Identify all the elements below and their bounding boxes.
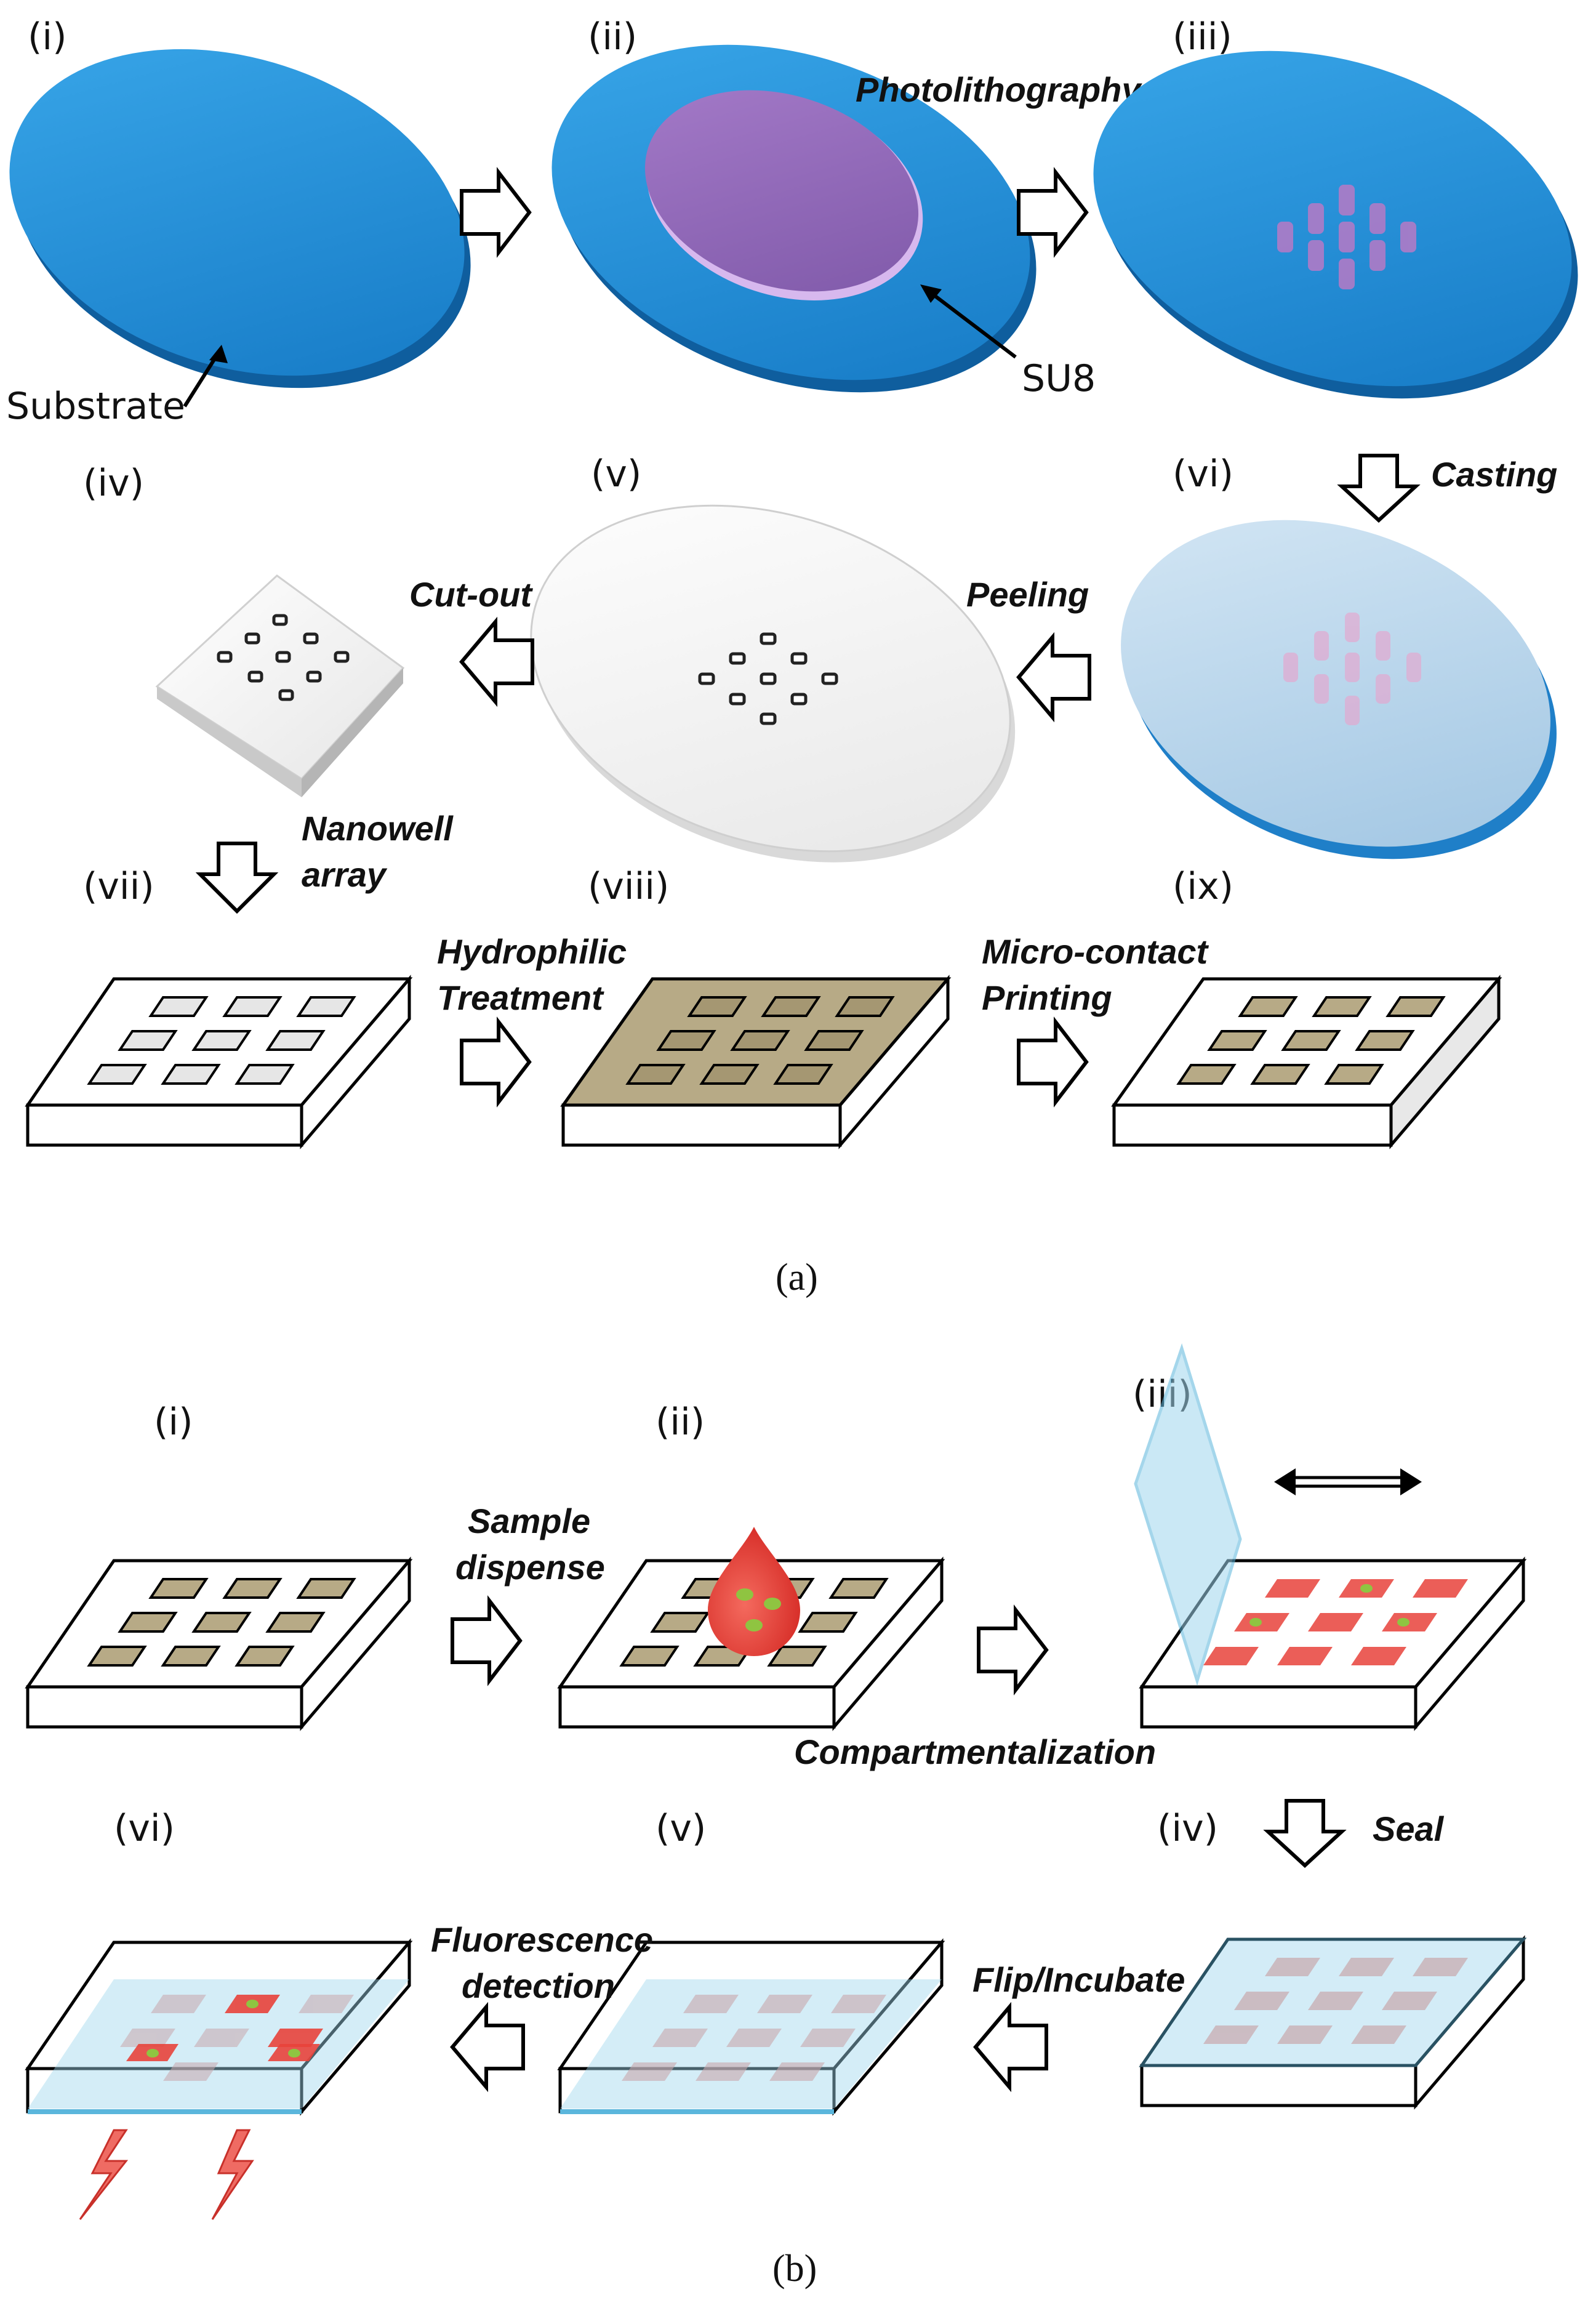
pdms-cast-disc	[1121, 520, 1557, 859]
device-b-iii	[1139, 1556, 1527, 1731]
step-nanowell-2: array	[302, 855, 388, 894]
label-a-vii: (vii)	[83, 865, 154, 908]
step-microcontact-2: Printing	[982, 978, 1112, 1017]
arrow-flip	[973, 2001, 1048, 2093]
step-sample-1: Sample	[468, 1502, 590, 1540]
label-a-iv: (iv)	[83, 462, 144, 505]
step-microcontact-1: Micro-contact	[982, 932, 1209, 971]
arrow-a-ii-iii	[1017, 167, 1089, 258]
step-seal: Seal	[1373, 1809, 1445, 1848]
label-b-iv: (iv)	[1157, 1807, 1218, 1850]
label-a-v: (v)	[591, 453, 641, 496]
step-flip-incubate: Flip/Incubate	[972, 1960, 1185, 1999]
device-b-vi	[25, 1938, 413, 2116]
nanowells	[698, 632, 838, 725]
label-a-ii: (ii)	[588, 15, 637, 58]
arrow-b-ii-iii	[977, 1604, 1049, 1695]
substrate-pointer-head	[209, 345, 228, 363]
step-sample-2: dispense	[455, 1548, 605, 1587]
su8-coated-disc	[551, 44, 1037, 393]
step-fluorescence-2: detection	[462, 1966, 615, 2005]
device-a-vii	[25, 975, 413, 1149]
arrow-a-i-ii	[460, 167, 532, 258]
cut-pdms-piece	[155, 574, 405, 797]
step-compartmentalization: Compartmentalization	[794, 1732, 1156, 1771]
device-a-ix	[1111, 975, 1502, 1149]
label-a-ix: (ix)	[1173, 865, 1233, 908]
step-hydrophilic-1: Hydrophilic	[437, 932, 627, 971]
label-a-viii: (viii)	[588, 865, 669, 908]
step-nanowell-1: Nanowell	[302, 809, 454, 848]
arrow-peeling	[1016, 632, 1091, 723]
pdms-slab-disc	[530, 504, 1016, 863]
device-b-iv	[1139, 1935, 1527, 2110]
step-photolithography: Photolithography	[856, 70, 1142, 109]
label-b-vi: (vi)	[114, 1807, 175, 1850]
su8-pointer-head	[920, 284, 942, 303]
label-a-iii: (iii)	[1173, 15, 1232, 58]
su8-label: SU8	[1022, 357, 1096, 400]
device-a-viii	[560, 975, 952, 1149]
cut-piece-wells	[217, 614, 350, 701]
label-b-v: (v)	[656, 1807, 706, 1850]
slide-direction-arrow	[1274, 1468, 1422, 1495]
step-peeling: Peeling	[966, 575, 1089, 614]
device-b-v	[557, 1938, 945, 2116]
arrow-hydrophilic	[460, 1016, 532, 1108]
label-b-ii: (ii)	[656, 1401, 705, 1444]
arrow-nanowell-array	[195, 842, 279, 914]
device-b-i	[25, 1556, 413, 1731]
embedded-posts	[1283, 613, 1421, 725]
label-a-i: (i)	[28, 15, 67, 58]
arrow-cutout	[459, 616, 534, 707]
step-hydrophilic-2: Treatment	[437, 978, 604, 1017]
su8-pointer-arrow	[925, 288, 1017, 359]
glass-slide	[1134, 1343, 1242, 1686]
arrow-seal	[1263, 1799, 1347, 1868]
caption-b: (b)	[772, 2248, 817, 2290]
step-casting: Casting	[1431, 455, 1557, 494]
arrow-fluorescence	[450, 2001, 525, 2093]
caption-a: (a)	[776, 1257, 818, 1298]
substrate-disc	[9, 49, 471, 388]
label-b-i: (i)	[154, 1401, 193, 1444]
substrate-label: Substrate	[6, 385, 185, 428]
step-fluorescence-1: Fluorescence	[431, 1920, 653, 1959]
fluorescence-emission-icons	[79, 2129, 254, 2220]
arrow-microcontact	[1017, 1016, 1089, 1108]
sample-droplet	[708, 1527, 800, 1656]
label-a-vi: (vi)	[1173, 453, 1233, 496]
su8-posts	[1277, 185, 1416, 289]
step-cutout: Cut-out	[409, 575, 533, 614]
arrow-sample-dispense	[451, 1595, 523, 1686]
patterned-substrate-disc	[1093, 50, 1578, 399]
arrow-casting	[1337, 454, 1421, 523]
